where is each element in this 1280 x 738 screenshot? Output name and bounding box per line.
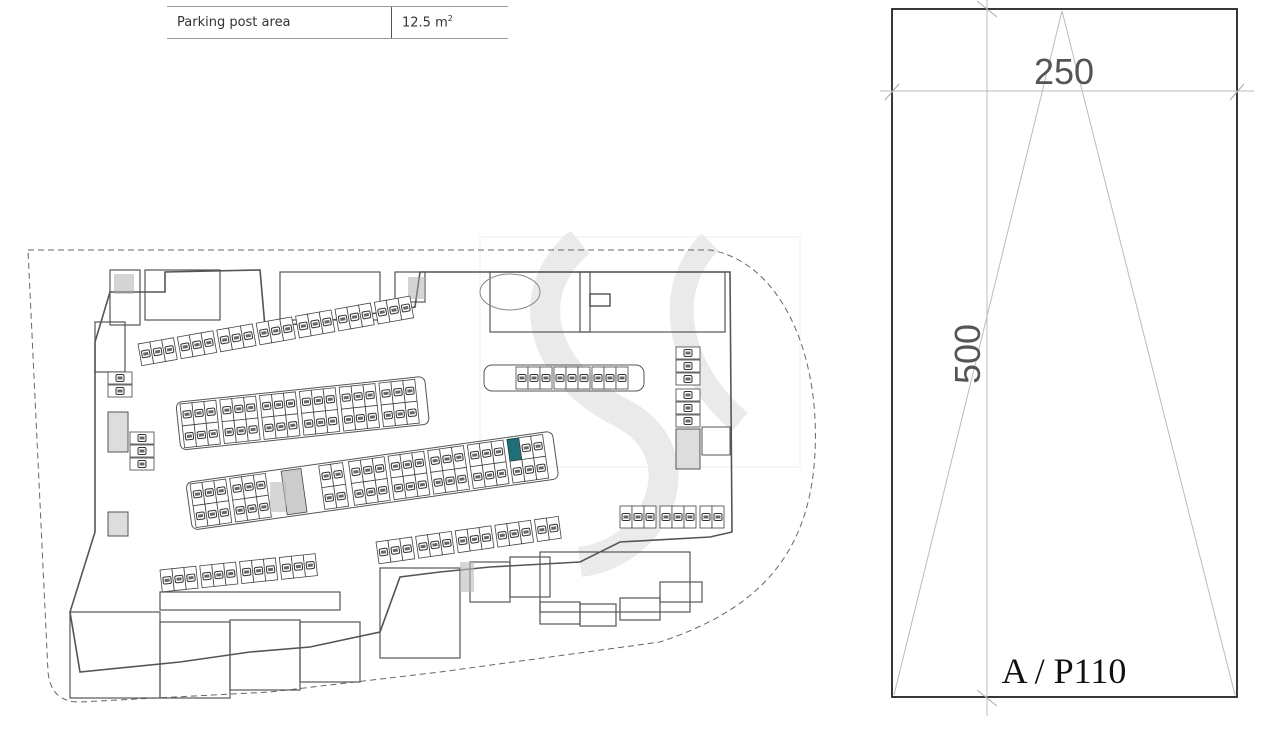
- site-boundary: [27, 249, 816, 703]
- width-dimension-label: 250: [1034, 51, 1094, 92]
- stall-outline: [891, 8, 1238, 698]
- parking-column-right: [675, 346, 731, 470]
- parking-island-lower: [186, 431, 559, 530]
- apartments-lower: [69, 551, 703, 699]
- building-outline: [69, 269, 733, 673]
- parking-area-label: Parking post area: [167, 6, 392, 39]
- parking-island-right: [483, 364, 645, 392]
- parking-info-table: Parking post area 12.5 m2: [167, 6, 508, 39]
- parking-row-top: [138, 296, 414, 366]
- parking-column-left: [107, 371, 155, 537]
- length-dimension-label: 500: [947, 324, 988, 384]
- parking-stall-diagram: 250 500 A / P110: [880, 0, 1254, 716]
- parking-row-east: [620, 506, 724, 528]
- table-row: Parking post area 12.5 m2: [167, 6, 508, 39]
- parking-island-upper: [175, 376, 430, 451]
- parking-row-bottom: [160, 554, 317, 592]
- stall-title: A / P110: [1002, 651, 1127, 691]
- floor-plan: [27, 232, 816, 703]
- parking-area-value: 12.5 m2: [391, 6, 508, 39]
